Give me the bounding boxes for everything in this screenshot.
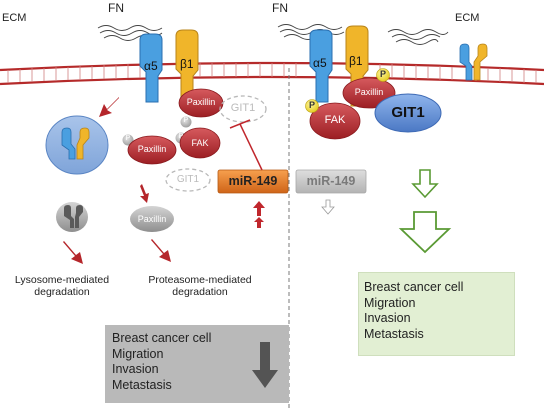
phospho-badge-yellow [376,68,390,82]
label-line: degradation [172,286,228,299]
git1-mid-left-label: GIT1 [176,174,200,185]
label-line: Proteasome-mediated [148,274,252,286]
integrin-small-icon [459,43,488,81]
outcome-line: Metastasis [112,377,172,392]
fak-right-label: FAK [324,114,346,126]
down-arrow [252,342,278,388]
fak-left-label: FAK [191,138,209,148]
alpha5-label-left: α5 [144,59,158,73]
paxillin-right-label: Paxillin [354,87,384,97]
paxillin-mid-left-label: Paxillin [137,144,167,154]
phospho-badge [180,116,192,128]
proteasome-degradation-label: Proteasome-mediated degradation [135,274,265,298]
git1-mid-left-faded [165,168,211,192]
fn-label-right: FN [272,1,288,15]
git1-top-left-label: GIT1 [230,102,256,114]
ecm-label-left: ECM [2,12,27,24]
label-line: Lysosome-mediated [14,274,110,286]
git1-right-label: GIT1 [391,104,425,121]
beta1-label-left: β1 [180,57,194,71]
integrin-alpha5-left [139,33,163,103]
outcome-line: Migration [112,346,164,361]
upregulation-arrow-icon [253,201,265,228]
git1-right [374,93,442,133]
internalized-integrin-icon [61,127,90,160]
mir149-right-label: miR-149 [306,174,356,188]
integrin-beta1-left [175,29,199,107]
hollow-down-arrow-icon [321,199,335,215]
fak-right [309,102,361,140]
green-hollow-arrow-icon [411,169,439,199]
outcome-box-right [358,272,515,356]
inhibition-line [229,119,263,171]
lysosome-degradation-label: Lysosome-mediated degradation [2,274,122,298]
paxillin-top-left-label: Paxillin [186,97,216,107]
paxillin-right [342,77,396,109]
p-badge-yellow-label: P [308,100,315,110]
phospho-badge-yellow [305,99,319,113]
p-badge-label: P [125,135,131,142]
outcome-line: Breast cancer cell [112,331,212,345]
green-hollow-arrow-large-icon [398,211,452,254]
p-badge-yellow-label: P [379,69,386,79]
paxillin-grey-left [130,206,174,232]
outcome-text-left: Breast cancer cell Migration Invasion Me… [112,331,211,393]
fak-left [179,127,221,159]
beta1-label-right: β1 [349,54,363,68]
fn-label-left: FN [108,1,124,15]
outcome-line: Breast cancer cell [364,280,464,294]
outcome-line: Invasion [112,362,159,376]
label-line: degradation [34,286,90,299]
mir149-box-left [217,169,289,194]
cell-membrane [0,61,544,86]
alpha5-label-right: α5 [313,56,327,70]
red-arrow-icon [63,97,171,264]
paxillin-grey-label: Paxillin [137,214,167,224]
mir149-box-right [295,169,367,194]
integrin-alpha5-right [309,29,333,103]
outcome-box-left [105,325,289,403]
phospho-badge [122,134,134,146]
ecm-label-right: ECM [455,12,480,24]
outcome-line: Metastasis [364,326,424,341]
p-badge-label: P [183,117,189,124]
degraded-integrin-icon [56,202,88,232]
mir149-left-label: miR-149 [228,174,278,188]
outcome-line: Migration [364,295,416,310]
outcome-line: Invasion [364,311,411,325]
outcome-text-right: Breast cancer cell Migration Invasion Me… [364,280,463,342]
paxillin-mid-left [127,135,177,165]
p-badge-label: P [178,133,184,140]
